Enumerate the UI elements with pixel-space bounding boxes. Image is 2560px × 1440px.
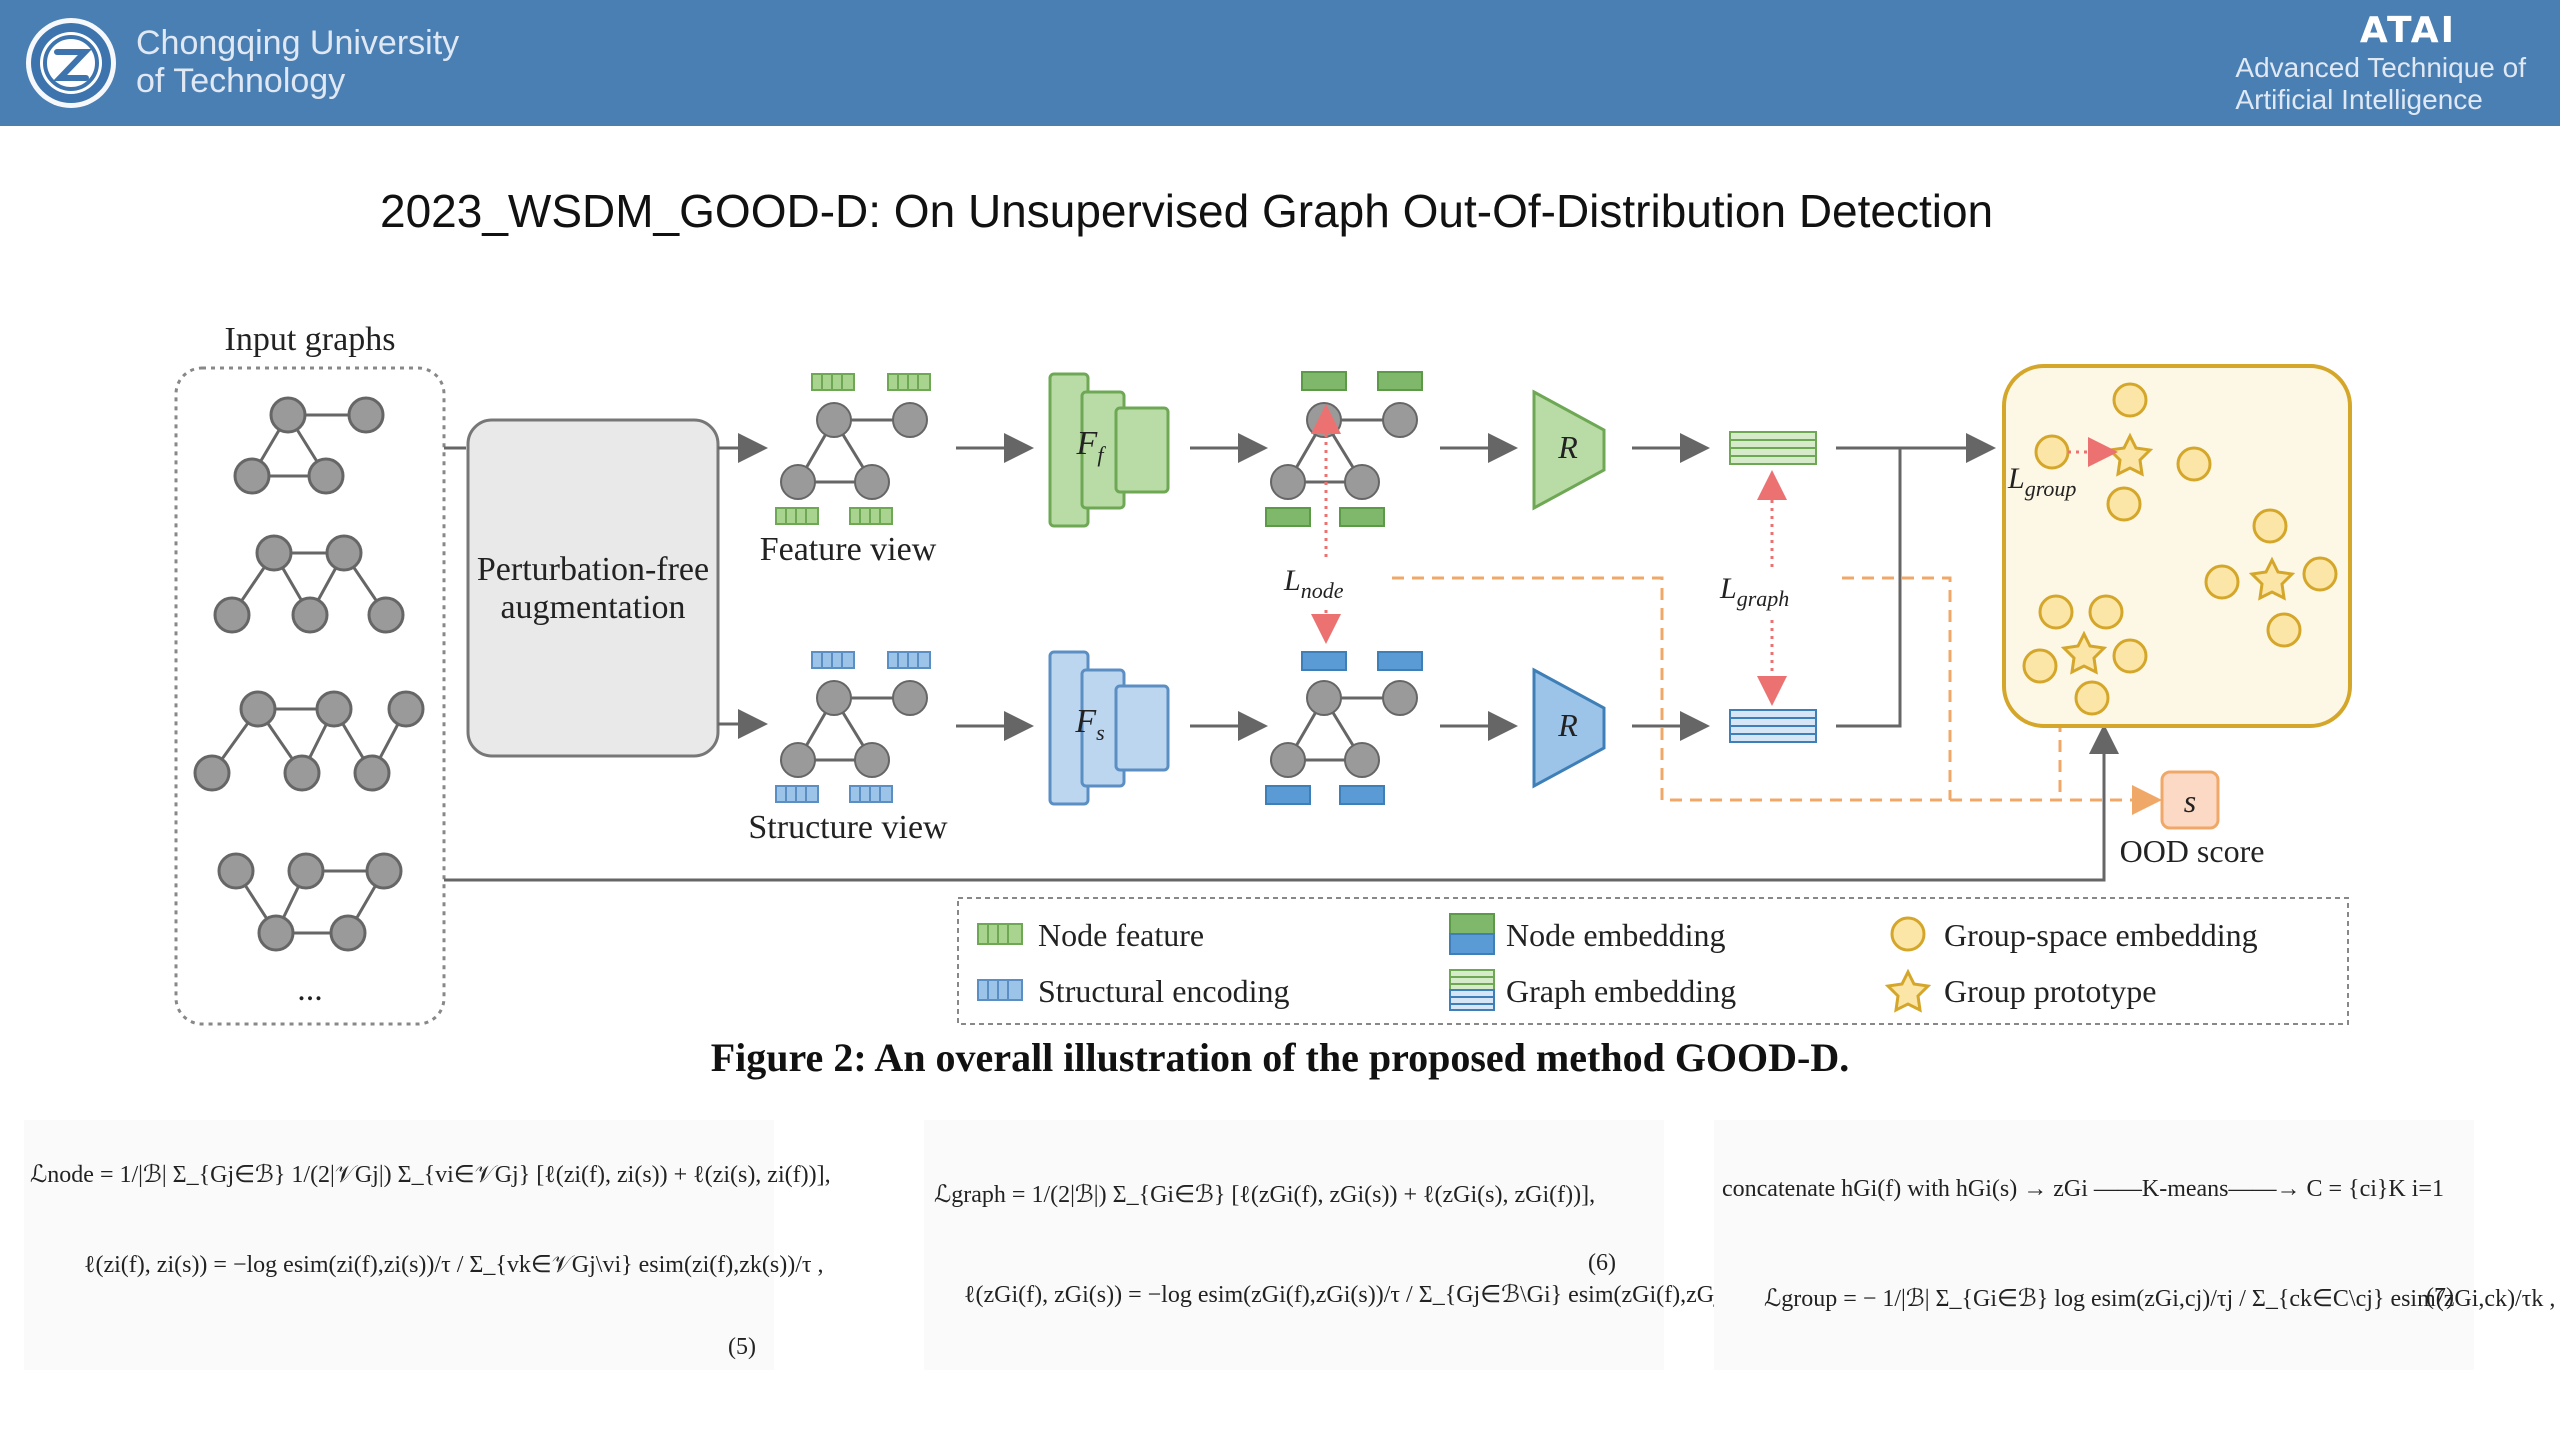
graph-ell-equation: ℓ(zGi(f), zGi(s)) = −log esim(zGi(f),zGi…: [964, 1282, 1783, 1308]
legend-group-prototype: Group prototype: [1944, 973, 2156, 1009]
node-loss-equation: ℒnode = 1/|ℬ| Σ_{Gj∈ℬ} 1/(2|𝒱Gj|) Σ_{vi∈…: [30, 1162, 831, 1188]
augmentation-box: [466, 418, 720, 758]
lab-full-name: Advanced Technique of Artificial Intelli…: [2235, 52, 2526, 116]
legend-node-feature-swatch: [977, 923, 1023, 945]
legend-structural-encoding: Structural encoding: [1038, 973, 1289, 1009]
university-name-line1: Chongqing University: [136, 24, 460, 62]
legend-structural-encoding-swatch: [977, 979, 1023, 1001]
lab-name-line1: Advanced Technique of: [2235, 52, 2526, 83]
input-graphs-box: [174, 366, 446, 1026]
legend-graph-embedding: Graph embedding: [1506, 973, 1736, 1009]
structure-view-graph: [775, 651, 931, 803]
university-name: Chongqing University of Technology: [136, 24, 459, 100]
l-group-label: Lgroup: [2007, 462, 2076, 501]
group-loss-equation: ℒgroup = − 1/|ℬ| Σ_{Gi∈ℬ} log esim(zGi,c…: [1764, 1286, 2556, 1312]
figure-caption: Figure 2: An overall illustration of the…: [710, 1035, 1850, 1080]
ood-score-box: [2160, 770, 2220, 830]
input-graph-4: [217, 852, 403, 952]
university-logo-icon: [26, 18, 116, 108]
equation-panel-graph: ℒgraph = 1/(2|ℬ|) Σ_{Gi∈ℬ} [ℓ(zGi(f), zG…: [924, 1120, 1782, 1370]
equation-panel-group: concatenate hGi(f) with hGi(s) → zGi ——K…: [1714, 1120, 2555, 1370]
ood-score-label: OOD score: [2120, 833, 2265, 869]
legend-node-feature: Node feature: [1038, 917, 1204, 953]
readout-block-top: [1532, 389, 1606, 511]
ellipsis-text: ...: [297, 971, 323, 1008]
legend-group-prototype-swatch: [1884, 968, 1932, 1013]
structure-encoder-label: Fs: [1074, 703, 1104, 745]
input-graph-1: [233, 396, 385, 495]
augmentation-label-line1: Perturbation-free: [477, 551, 709, 588]
equation-number-5: (5): [728, 1334, 756, 1360]
group-prototypes: [2060, 432, 2296, 675]
l-node-label: Lnode: [1283, 564, 1344, 603]
graph-loss-equation: ℒgraph = 1/(2|ℬ|) Σ_{Gi∈ℬ} [ℓ(zGi(f), zG…: [934, 1182, 1596, 1208]
method-diagram: Input graphs ... Perturbation-free augme…: [174, 321, 2352, 1026]
readout-block-bottom: [1532, 667, 1606, 789]
feature-view-graph: [775, 373, 931, 525]
structure-view-label: Structure view: [748, 809, 948, 846]
feature-encoder-block: [1048, 372, 1170, 528]
node-embedding-graph-bottom: [1265, 651, 1423, 805]
group-space-embeddings: [2022, 382, 2338, 716]
legend-node-embedding: Node embedding: [1506, 917, 1726, 953]
node-embedding-graph-top: [1265, 371, 1423, 527]
input-graph-3: [193, 690, 425, 792]
legend-node-embedding-swatch: [1449, 913, 1495, 955]
graph-embedding-top: [1729, 431, 1817, 465]
equation-number-6: (6): [1588, 1250, 1616, 1276]
concat-equation: concatenate hGi(f) with hGi(s) → zGi ——K…: [1722, 1176, 2444, 1202]
legend-group-space-swatch: [1890, 916, 1926, 952]
readout-label-top: R: [1557, 429, 1578, 465]
l-graph-label: Lgraph: [1719, 572, 1789, 611]
ood-score-symbol: s: [2184, 783, 2196, 819]
slide-header: Chongqing University of Technology ATAI …: [0, 0, 2560, 126]
legend-group-space-embedding: Group-space embedding: [1944, 917, 2258, 953]
input-graph-2: [213, 534, 405, 634]
legend-graph-embedding-swatch: [1449, 969, 1495, 1011]
university-name-line2: of Technology: [136, 62, 346, 100]
lab-logo-text: ATAI: [2359, 10, 2456, 51]
slide-title: 2023_WSDM_GOOD-D: On Unsupervised Graph …: [380, 185, 1994, 237]
graph-embedding-bottom: [1729, 709, 1817, 743]
input-graphs-label: Input graphs: [225, 321, 396, 358]
feature-view-label: Feature view: [760, 531, 937, 568]
readout-label-bottom: R: [1557, 707, 1578, 743]
lab-name-line2: Artificial Intelligence: [2235, 84, 2483, 115]
structure-encoder-block: [1048, 650, 1170, 806]
node-ell-equation: ℓ(zi(f), zi(s)) = −log esim(zi(f),zi(s))…: [84, 1252, 824, 1278]
feature-encoder-label: Ff: [1076, 425, 1107, 467]
equation-panel-node: ℒnode = 1/|ℬ| Σ_{Gj∈ℬ} 1/(2|𝒱Gj|) Σ_{vi∈…: [24, 1120, 831, 1370]
input-to-score-link: [444, 724, 2119, 882]
legend-box: [957, 897, 2349, 1025]
equation-number-7: (7): [2426, 1284, 2454, 1310]
augmentation-label-line2: augmentation: [500, 589, 685, 626]
